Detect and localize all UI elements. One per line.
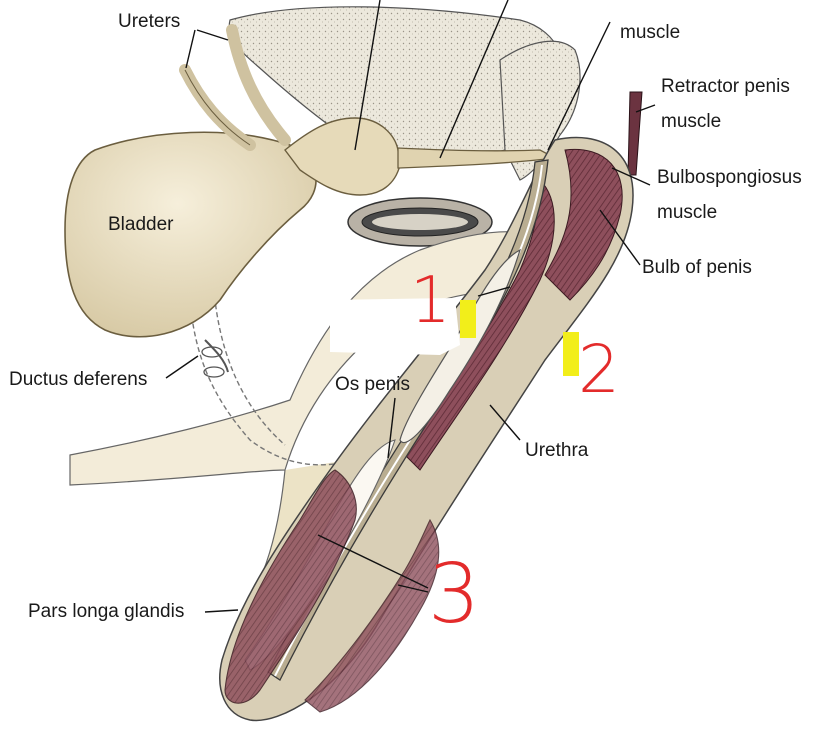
label-bulb-of-penis: Bulb of penis: [642, 257, 752, 278]
label-retractor-line1: Retractor penis: [661, 76, 790, 97]
highlight-2: [563, 332, 579, 376]
label-ureters: Ureters: [118, 11, 180, 32]
annotation-marker-1: 1: [410, 264, 451, 338]
label-bladder: Bladder: [108, 214, 174, 235]
leader-ureters-b: [197, 30, 228, 40]
label-bulbo-line1: Bulbospongiosus: [657, 167, 802, 188]
label-pars-longa-glandis: Pars longa glandis: [28, 601, 184, 622]
label-muscle-top: muscle: [620, 22, 680, 43]
leader-ureters-a: [186, 30, 195, 68]
leader-pars-longa: [205, 610, 238, 612]
annotation-marker-2: 2: [578, 331, 620, 408]
highlight-1: [460, 300, 476, 338]
label-urethra: Urethra: [525, 440, 589, 461]
bladder: [65, 132, 316, 336]
annotation-marker-3: 3: [428, 547, 480, 642]
retractor-penis-muscle: [628, 92, 642, 175]
leader-ductus: [166, 356, 198, 378]
label-bulbo-line2: muscle: [657, 202, 717, 223]
label-ductus-deferens: Ductus deferens: [9, 369, 147, 390]
label-retractor-line2: muscle: [661, 111, 721, 132]
label-os-penis: Os penis: [335, 374, 410, 395]
